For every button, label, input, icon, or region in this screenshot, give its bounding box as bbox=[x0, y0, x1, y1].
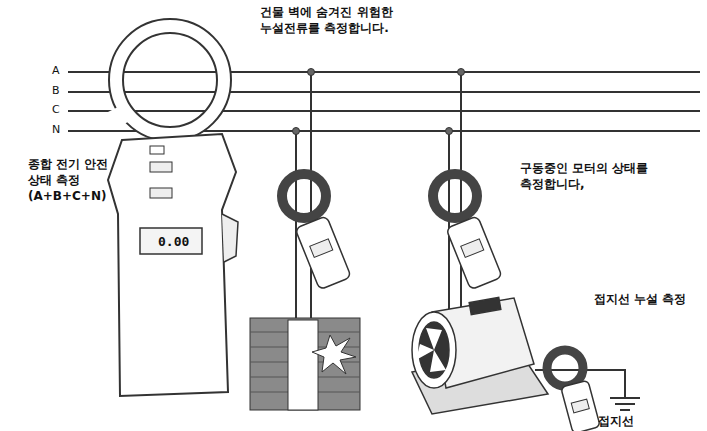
illustration-part bbox=[561, 380, 600, 431]
phase-label: B bbox=[52, 84, 60, 99]
illustration-part bbox=[615, 403, 635, 405]
motor-illustration bbox=[412, 297, 548, 414]
illustration-part bbox=[150, 162, 172, 172]
illustration-part bbox=[68, 91, 700, 93]
illustration-part bbox=[295, 216, 351, 290]
ground-label: 접지선 bbox=[598, 413, 634, 429]
illustration-part bbox=[68, 110, 700, 112]
illustration-part bbox=[412, 312, 456, 388]
illustration-part bbox=[150, 188, 172, 198]
illustration-part bbox=[620, 409, 630, 411]
illustration-part bbox=[310, 239, 333, 258]
branch-clamp-meters bbox=[282, 174, 600, 431]
illustration-part bbox=[295, 131, 297, 320]
illustration-part bbox=[561, 380, 600, 431]
illustration-part bbox=[150, 146, 164, 154]
callout-text: 구동중인 모터의 상태를 측정합니다, bbox=[520, 160, 670, 192]
illustration-part bbox=[250, 318, 360, 410]
illustration-part bbox=[461, 239, 484, 258]
junction-dots bbox=[293, 69, 465, 135]
illustration-part bbox=[469, 297, 501, 314]
phase-label: A bbox=[52, 64, 60, 79]
illustration-part bbox=[116, 26, 224, 134]
bus-lines bbox=[68, 72, 700, 131]
callout-text: 접지선 누설 측정 bbox=[594, 291, 706, 307]
illustration-part bbox=[295, 216, 351, 290]
illustration-part bbox=[116, 26, 224, 134]
illustration-part bbox=[288, 320, 318, 410]
callout-text: 종합 전기 안전 상태 측정 (A+B+C+N) bbox=[28, 156, 120, 205]
illustration-part bbox=[446, 216, 502, 290]
illustration-part bbox=[310, 72, 312, 320]
illustration-part bbox=[610, 397, 640, 399]
illustration-part bbox=[293, 128, 300, 135]
ground-symbol bbox=[610, 398, 640, 410]
illustration-part bbox=[112, 112, 128, 120]
illustration-part bbox=[282, 174, 326, 218]
wall-illustration bbox=[250, 318, 360, 410]
callout-text: 건물 벽에 숨겨진 위험한 누설전류를 측정합니다. bbox=[260, 4, 425, 36]
illustration-part bbox=[547, 350, 583, 386]
illustration-part bbox=[312, 335, 356, 374]
illustration-part bbox=[68, 71, 700, 73]
meter-reading: 0.00 bbox=[158, 233, 189, 251]
illustration-part bbox=[446, 216, 502, 290]
main-clamp-meter bbox=[108, 26, 238, 396]
illustration-part bbox=[433, 174, 477, 218]
phase-label: N bbox=[52, 123, 60, 138]
phase-label: C bbox=[52, 103, 60, 118]
illustration-part bbox=[222, 214, 238, 262]
illustration-part bbox=[571, 399, 589, 413]
illustration-part bbox=[308, 69, 315, 76]
illustration-part bbox=[416, 328, 446, 372]
illustration-part bbox=[140, 228, 202, 254]
illustration-part bbox=[108, 134, 236, 396]
illustration-part bbox=[460, 72, 462, 318]
illustration-part bbox=[446, 128, 453, 135]
illustration-part bbox=[458, 69, 465, 76]
